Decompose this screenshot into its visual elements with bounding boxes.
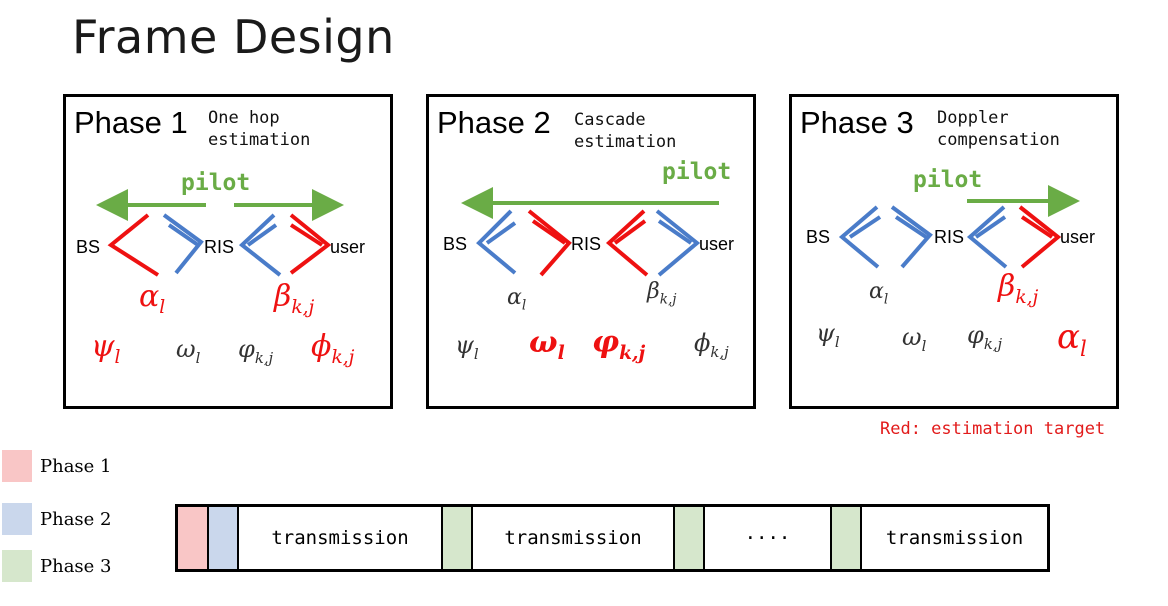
phase-1-ris-node: RIS [204,237,235,257]
phase-2-bs-node: BS [443,234,468,254]
phase-1-link-diagram [96,189,344,277]
phase-3-alpha-symbol: αl [869,279,889,308]
phase-1-varphi-symbol: φk,j [238,335,274,367]
timeline-ellipsis: ···· [705,507,832,569]
legend-phase-3: Phase 3 [0,550,160,584]
phase-1-ris-in-link [162,213,204,275]
phase-3-alpha-target-symbol: αl [1057,317,1087,361]
phase-1-pilot-label: pilot [181,170,251,196]
phase-3-bs-node: BS [806,227,831,247]
phase-2-user-link [655,209,701,277]
phase-3-ris-user-link [966,205,1008,269]
phase-3-varphi-symbol: φk,j [967,321,1003,353]
timeline-phase-3-slot-1 [443,507,473,569]
phase-3-subtitle: Doppler compensation [937,108,1060,151]
phase-2-ris-user-link [605,209,649,277]
legend-phase-3-label: Phase 3 [40,556,112,577]
phase-2-psi-symbol: ψl [455,331,479,363]
phase-1-beta-symbol: βk,j [274,279,315,318]
phase-2-panel: Phase 2 Cascade estimation pilot BS RIS … [426,94,756,409]
frame-design-title: Frame Design [72,10,395,64]
phase-1-phi-symbol: ϕk,j [311,329,355,368]
phase-2-beta-symbol: βk,j [647,279,677,308]
phase-1-psi-symbol: ψl [91,329,121,368]
legend-phase-2-swatch [2,503,32,535]
phase-2-ris-in-link [527,209,572,277]
estimation-target-note: Red: estimation target [880,419,1106,439]
legend-phase-1: Phase 1 [0,450,160,484]
phase-2-varphi-symbol: φk,j [592,325,646,364]
phase-3-ris-node: RIS [934,227,965,247]
timeline-phase-1-slot [178,507,209,569]
timeline-phase-3-slot-2 [675,507,705,569]
phase-2-link-diagram [461,187,719,277]
phase-3-user-link [1018,205,1062,269]
phase-1-title: Phase 1 [74,105,188,140]
timeline-transmission-3: transmission [885,527,1024,549]
phase-1-user-node: user [330,237,366,257]
legend-phase-1-label: Phase 1 [40,456,112,477]
phase-2-omega-symbol: ωl [529,325,565,364]
phase-3-ris-in-link [890,205,933,269]
legend-phase-1-swatch [2,450,32,482]
phase-1-subtitle: One hop estimation [208,108,311,151]
phase-2-phi-symbol: ϕk,j [694,329,729,361]
phase-3-bs-link [838,205,880,269]
legend-phase-3-swatch [2,550,32,582]
phase-3-pilot-label: pilot [913,167,983,193]
phase-2-user-node: user [699,234,735,254]
legend-phase-2-label: Phase 2 [40,509,112,530]
phase-2-alpha-symbol: αl [507,285,527,314]
timeline-phase-2-slot [209,507,239,569]
timeline-phase-3-slot-3 [832,507,862,569]
phase-3-panel: Phase 3 Doppler compensation pilot BS RI… [789,94,1119,409]
phase-2-pilot-label: pilot [662,159,732,185]
timeline-transmission-1: transmission [239,507,443,569]
phase-1-bs-node: BS [76,237,101,257]
phase-1-omega-symbol: ωl [176,335,201,367]
phase-3-psi-symbol: ψl [816,319,840,351]
frame-timeline: transmission transmission ···· transmiss… [175,504,1050,572]
timeline-transmission-2: transmission [473,507,675,569]
phase-2-ris-node: RIS [571,234,602,254]
phase-3-beta-symbol: βk,j [998,269,1039,308]
phase-1-panel: Phase 1 One hop estimation pilot BS RIS … [63,94,393,409]
phase-3-user-node: user [1060,227,1096,247]
phase-3-omega-symbol: ωl [902,323,927,355]
phase-2-subtitle: Cascade estimation [574,110,677,153]
phase-1-user-link [289,213,332,275]
phase-1-alpha-symbol: αl [139,279,166,318]
phase-1-ris-user-link [238,213,282,277]
phase-3-link-diagram [838,185,1080,269]
phase-2-bs-link [476,209,517,275]
phase-3-title: Phase 3 [800,105,914,140]
phase-2-title: Phase 2 [437,105,551,140]
phase-1-bs-ris-link [107,213,160,277]
legend-phase-2: Phase 2 [0,503,160,537]
